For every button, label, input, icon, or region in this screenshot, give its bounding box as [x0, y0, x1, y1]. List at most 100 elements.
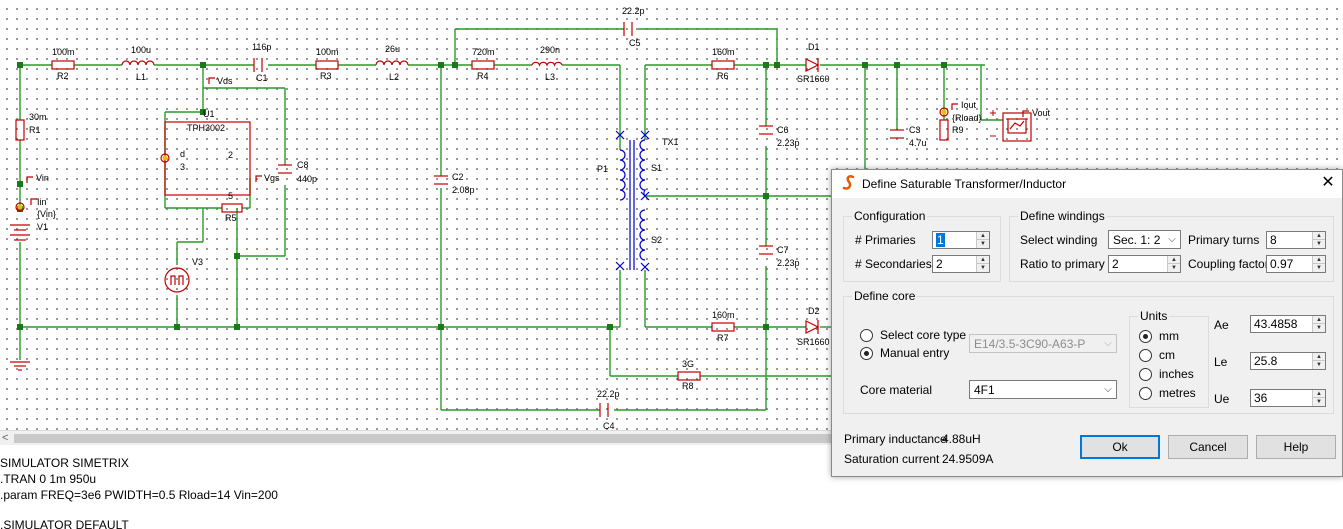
- primaries-value[interactable]: 1: [936, 233, 945, 247]
- core-material-dropdown[interactable]: 4F1 ⌵: [969, 380, 1117, 399]
- vin-probe-label: Vin: [36, 173, 49, 183]
- close-icon[interactable]: ✕: [1321, 174, 1335, 191]
- r3-value: 100m: [316, 47, 339, 57]
- secondaries-value[interactable]: 2: [936, 257, 943, 271]
- coupling-factor-label: Coupling factor: [1188, 257, 1269, 271]
- core-type-dropdown[interactable]: E14/3.5-3C90-A63-P ⌵: [969, 334, 1117, 353]
- r9-value: {Rload}: [952, 113, 982, 123]
- r4-name: R4: [477, 71, 489, 81]
- dropdown-arrow-icon[interactable]: ⌵: [1104, 384, 1112, 395]
- s2-name: S2: [651, 235, 662, 245]
- dropdown-arrow-icon[interactable]: ⌵: [1168, 234, 1176, 245]
- le-value[interactable]: 25.8: [1254, 354, 1278, 368]
- ue-spinbox[interactable]: 36 ▲▼: [1250, 389, 1326, 407]
- c6-value: 2.23p: [777, 138, 800, 148]
- spin-down-icon[interactable]: ▼: [1171, 265, 1177, 271]
- spin-up-icon[interactable]: ▲: [1168, 256, 1180, 264]
- components: [10, 22, 1032, 417]
- netlist-line: .param FREQ=3e6 PWIDTH=0.5 Rload=14 Vin=…: [0, 488, 278, 502]
- schematic-labels: 100m R2 100u L1 116p C1 100m R3 26u L2 7…: [29, 6, 1051, 430]
- ae-spinbox[interactable]: 43.4858 ▲▼: [1250, 315, 1326, 333]
- units-mm-label: mm: [1159, 329, 1179, 343]
- secondaries-spinbox[interactable]: 2 ▲▼: [932, 255, 990, 273]
- iout-probe-label: Iout: [961, 100, 977, 110]
- probes: [15, 77, 1029, 212]
- probe-fill: [17, 109, 947, 210]
- c3-name: C3: [909, 125, 921, 135]
- spin-down-icon[interactable]: ▼: [1316, 399, 1322, 405]
- dialog-titlebar[interactable]: Define Saturable Transformer/Inductor ✕: [832, 170, 1342, 198]
- schematic-drawing[interactable]: 100m R2 100u L1 116p C1 100m R3 26u L2 7…: [0, 0, 1343, 430]
- scroll-left-icon[interactable]: <: [2, 432, 9, 444]
- secondaries-label: # Secondaries: [855, 257, 932, 271]
- coupling-factor-spinbox[interactable]: 0.97 ▲▼: [1266, 255, 1326, 273]
- spin-down-icon[interactable]: ▼: [980, 265, 986, 271]
- spin-up-icon[interactable]: ▲: [977, 256, 989, 264]
- spin-up-icon[interactable]: ▲: [1313, 232, 1325, 240]
- r8-name: R8: [682, 381, 694, 391]
- r6-value: 160m: [712, 47, 735, 57]
- vout-probe-label: Vout: [1032, 108, 1051, 118]
- netlist-line: SIMULATOR SIMETRIX: [0, 456, 129, 470]
- spin-down-icon[interactable]: ▼: [1316, 265, 1322, 271]
- units-inches-label: inches: [1159, 367, 1194, 381]
- ratio-spinbox[interactable]: 2 ▲▼: [1108, 255, 1181, 273]
- vgs-probe-label: Vgs: [264, 173, 280, 183]
- spin-up-icon[interactable]: ▲: [1313, 353, 1325, 361]
- ue-value[interactable]: 36: [1254, 391, 1268, 405]
- units-legend: Units: [1138, 309, 1170, 323]
- spin-up-icon[interactable]: ▲: [1313, 390, 1325, 398]
- primary-turns-value[interactable]: 8: [1270, 233, 1277, 247]
- manual-entry-radio-dot[interactable]: [860, 347, 873, 360]
- ok-button[interactable]: Ok: [1080, 435, 1160, 459]
- coupling-factor-value[interactable]: 0.97: [1270, 257, 1294, 271]
- help-button[interactable]: Help: [1256, 435, 1336, 459]
- units-inches-radio-dot[interactable]: [1139, 368, 1152, 381]
- dropdown-arrow-icon[interactable]: ⌵: [1104, 338, 1112, 349]
- u1-pin-3: 3: [180, 162, 185, 172]
- u1-part: TPH3002: [187, 123, 225, 133]
- d2-name: D2: [808, 306, 820, 316]
- c4-name: C4: [603, 421, 615, 430]
- select-winding-dropdown[interactable]: Sec. 1: 2 ⌵: [1108, 230, 1181, 249]
- units-metres-radio-dot[interactable]: [1139, 387, 1152, 400]
- c6-name: C6: [777, 125, 789, 135]
- ratio-value[interactable]: 2: [1112, 257, 1119, 271]
- v1-value: {Vin}: [37, 209, 56, 219]
- units-mm-radio-dot[interactable]: [1139, 330, 1152, 343]
- le-spinbox[interactable]: 25.8 ▲▼: [1250, 352, 1326, 370]
- spin-down-icon[interactable]: ▼: [1316, 241, 1322, 247]
- v1-name: V1: [37, 222, 48, 232]
- spin-up-icon[interactable]: ▲: [977, 232, 989, 240]
- ratio-label: Ratio to primary 1: [1020, 257, 1115, 271]
- spin-up-icon[interactable]: ▲: [1313, 316, 1325, 324]
- vds-probe-label: Vds: [217, 76, 233, 86]
- primary-turns-spinbox[interactable]: 8 ▲▼: [1266, 231, 1326, 249]
- wires: [19, 28, 1343, 411]
- spin-down-icon[interactable]: ▼: [1316, 325, 1322, 331]
- ue-label: Ue: [1214, 392, 1230, 406]
- select-core-type-radio-dot[interactable]: [860, 329, 873, 342]
- configuration-legend: Configuration: [852, 209, 928, 223]
- tx1-name: TX1: [662, 137, 679, 147]
- ae-value[interactable]: 43.4858: [1254, 317, 1298, 331]
- spin-down-icon[interactable]: ▼: [980, 241, 986, 247]
- configuration-group: Configuration: [843, 209, 1001, 282]
- primaries-spinbox[interactable]: 1 ▲▼: [932, 231, 990, 249]
- l2-value: 26u: [385, 44, 400, 54]
- c1-value: 116p: [252, 42, 271, 52]
- d1-part: SR1660: [797, 74, 830, 84]
- cancel-button[interactable]: Cancel: [1168, 435, 1248, 459]
- scrollbar-thumb[interactable]: [14, 434, 834, 443]
- c5-value: 22.2p: [622, 6, 645, 16]
- spin-up-icon[interactable]: ▲: [1313, 256, 1325, 264]
- units-cm-radio-dot[interactable]: [1139, 349, 1152, 362]
- simetrix-logo-icon: [842, 175, 855, 190]
- iin-probe-label: Iin: [37, 197, 47, 207]
- saturation-current-label: Saturation current: [844, 452, 940, 466]
- c1-name: C1: [256, 73, 268, 83]
- u1-pin-5: 5: [228, 191, 233, 201]
- l3-value: 290n: [540, 45, 560, 55]
- c2-value: 2.08p: [452, 185, 475, 195]
- spin-down-icon[interactable]: ▼: [1316, 362, 1322, 368]
